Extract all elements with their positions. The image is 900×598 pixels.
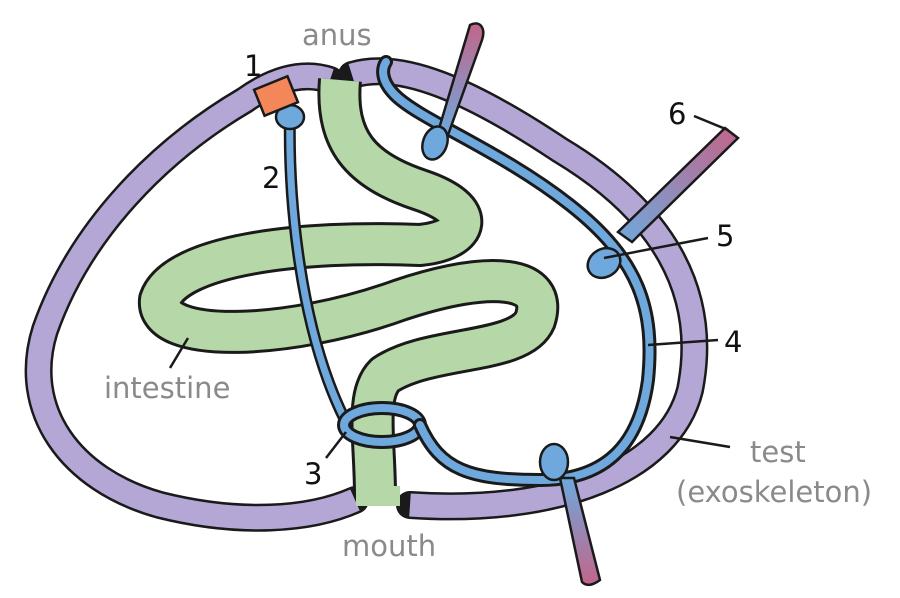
ampulla-bottom [538, 442, 570, 482]
leader-lines [168, 114, 731, 459]
leader-6 [693, 114, 729, 132]
tube-feet [421, 22, 740, 586]
label-2: 2 [262, 161, 280, 195]
leader-3 [325, 431, 347, 459]
label-intestine: intestine [104, 371, 230, 405]
leader-4 [647, 338, 719, 347]
tube-foot-bottom [558, 476, 602, 586]
label-test: test [750, 435, 806, 469]
water-vascular-system [274, 55, 657, 488]
label-1: 1 [244, 49, 262, 83]
label-6: 6 [668, 97, 686, 131]
intestine [138, 78, 560, 506]
label-5: 5 [716, 219, 734, 253]
label-3: 3 [304, 457, 322, 491]
leader-test [669, 435, 731, 449]
label-mouth: mouth [342, 529, 436, 563]
leader-5 [603, 236, 709, 260]
radial-canal [379, 58, 654, 485]
tube-foot-top [436, 22, 485, 137]
label-anus: anus [302, 18, 372, 52]
ampulla-top [421, 125, 449, 161]
label-exoskeleton: (exoskeleton) [676, 475, 872, 509]
tube-foot-6 [616, 126, 740, 244]
label-4: 4 [724, 325, 742, 359]
madreporite [252, 74, 300, 118]
leader-intestine [168, 337, 190, 369]
